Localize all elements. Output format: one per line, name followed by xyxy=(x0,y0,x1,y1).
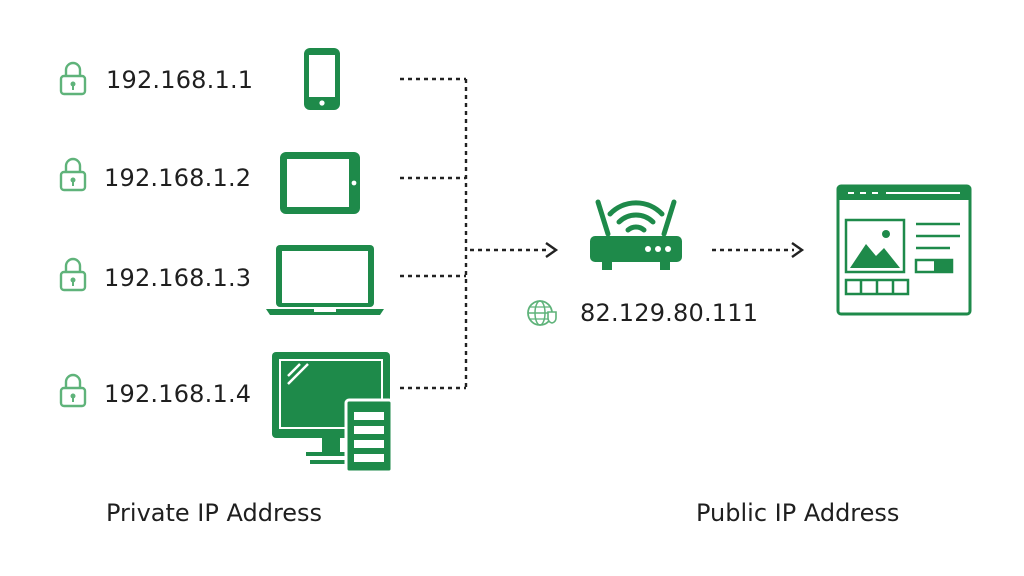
lock-icon xyxy=(59,61,87,96)
wifi-router-icon xyxy=(590,199,682,270)
private-ip-1: 192.168.1.1 xyxy=(106,66,254,94)
desktop-computer-icon xyxy=(272,352,394,474)
webpage-icon xyxy=(836,184,972,316)
public-ip-caption: Public IP Address xyxy=(696,499,900,527)
smartphone-icon xyxy=(304,48,340,110)
private-ip-caption: Private IP Address xyxy=(106,499,323,527)
public-ip: 82.129.80.111 xyxy=(580,299,759,327)
private-ip-3: 192.168.1.3 xyxy=(104,264,252,292)
lock-icon xyxy=(59,373,87,408)
lock-icon xyxy=(59,157,87,192)
private-ip-4: 192.168.1.4 xyxy=(104,380,252,408)
lock-icon xyxy=(59,257,87,292)
globe-icon xyxy=(527,300,557,326)
tablet-icon xyxy=(280,152,360,214)
private-ip-2: 192.168.1.2 xyxy=(104,164,252,192)
laptop-icon xyxy=(266,245,384,315)
